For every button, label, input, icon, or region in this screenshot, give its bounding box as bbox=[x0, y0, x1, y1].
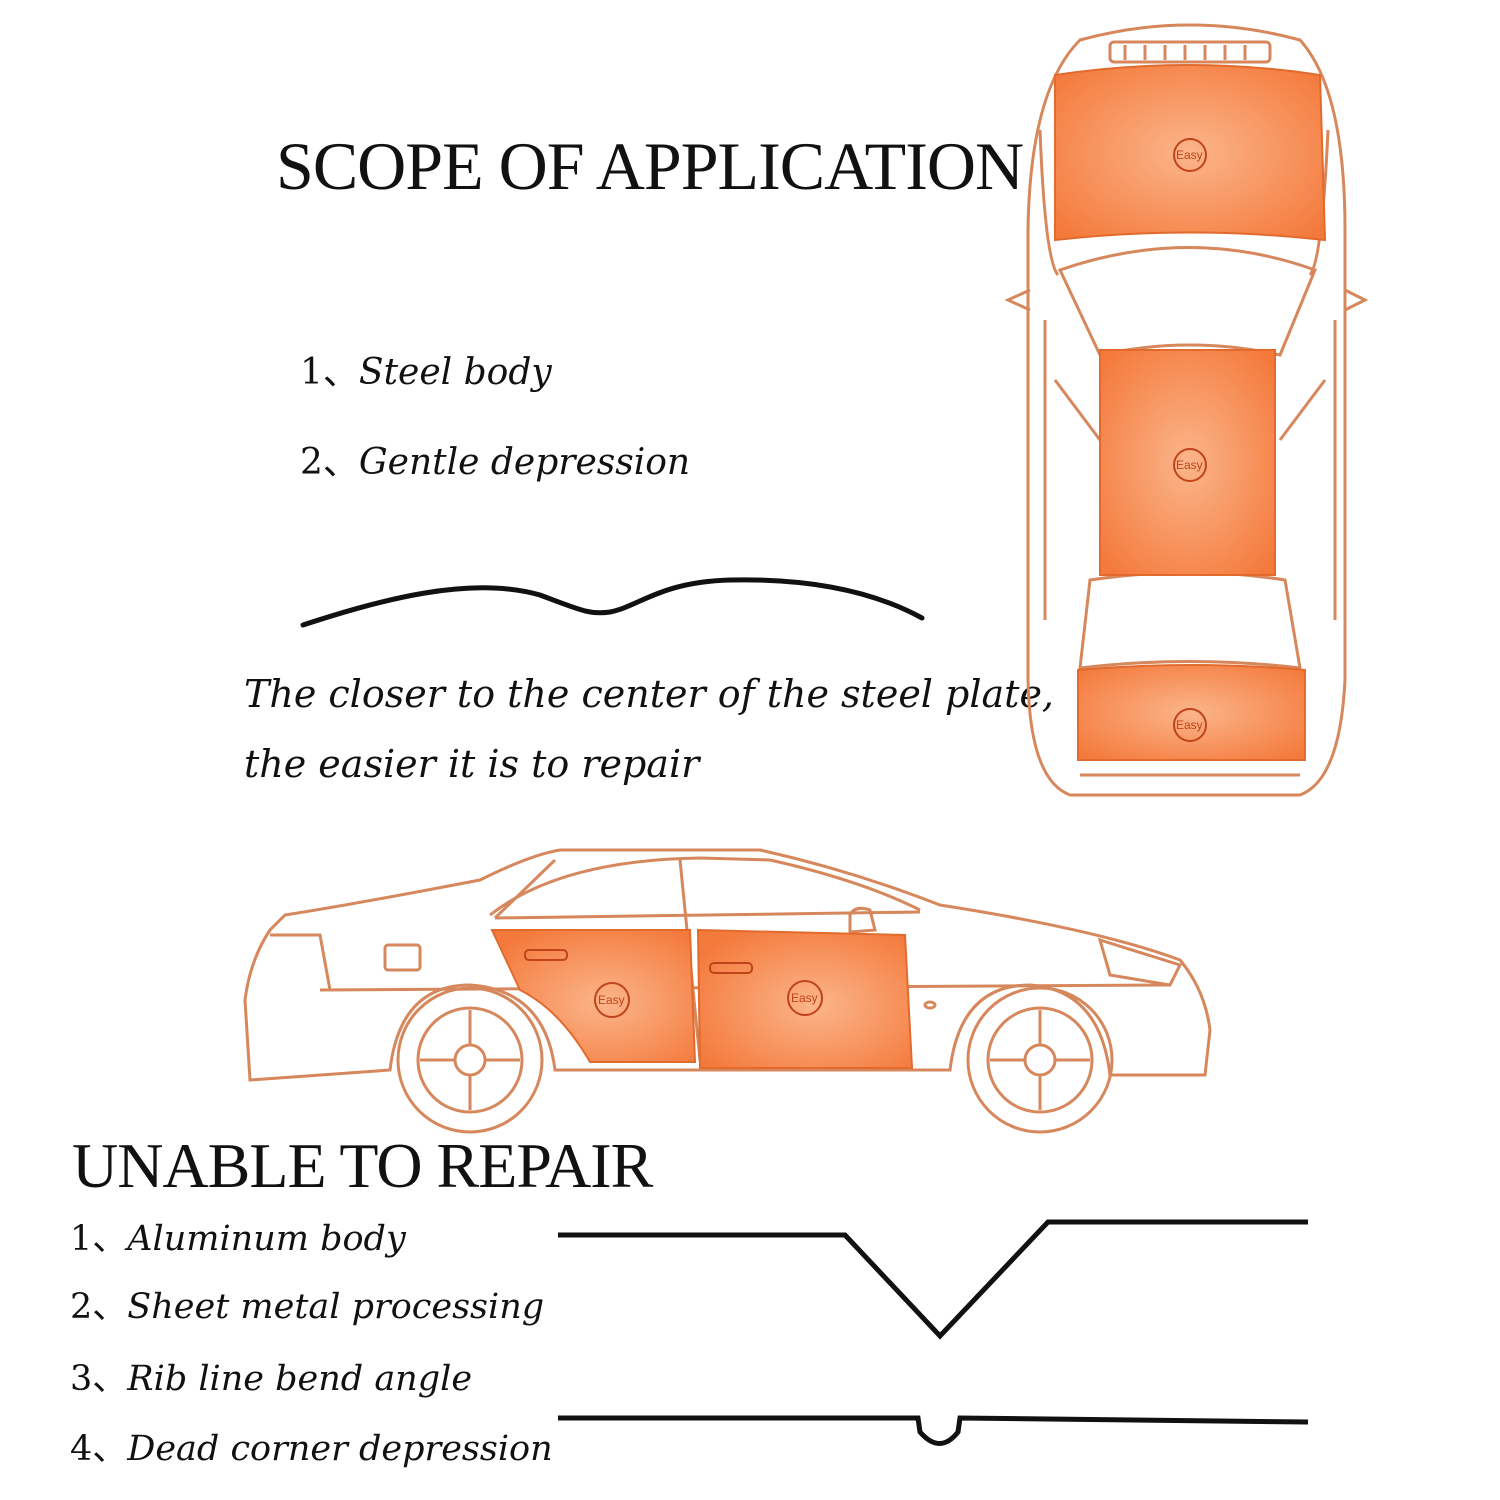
scope-item-steel-body: 1、Steel body bbox=[300, 355, 552, 391]
scope-title: SCOPE OF APPLICATION bbox=[276, 128, 1024, 204]
unable-item-number: 3、 bbox=[70, 1359, 128, 1399]
note-line-1: The closer to the center of the steel pl… bbox=[244, 672, 1055, 716]
scope-item-label: Steel body bbox=[358, 352, 552, 393]
trunk-panel bbox=[1077, 664, 1306, 761]
unable-item-number: 4、 bbox=[70, 1429, 128, 1469]
roof-panel bbox=[1099, 349, 1276, 576]
badge-label-roof: Easy bbox=[1176, 458, 1203, 472]
unable-item-sheet-metal: 2、Sheet metal processing bbox=[70, 1290, 544, 1325]
scope-item-gentle-depression: 2、Gentle depression bbox=[300, 445, 690, 481]
easy-badge-rear-door bbox=[594, 982, 630, 1018]
unable-item-aluminum-body: 1、Aluminum body bbox=[70, 1222, 406, 1257]
easy-badge-front-door bbox=[787, 980, 823, 1016]
unable-item-dead-corner: 4、Dead corner depression bbox=[70, 1432, 553, 1467]
unable-item-label: Rib line bend angle bbox=[127, 1359, 473, 1399]
easy-badge-roof bbox=[1173, 448, 1207, 482]
unable-item-label: Aluminum body bbox=[127, 1219, 406, 1259]
easy-badge-hood bbox=[1173, 138, 1207, 172]
badge-label-front-door: Easy bbox=[791, 991, 818, 1005]
rear-door-panel bbox=[490, 929, 697, 1063]
unable-item-rib-line: 3、Rib line bend angle bbox=[70, 1362, 472, 1397]
unable-item-number: 2、 bbox=[70, 1287, 128, 1327]
badge-label-hood: Easy bbox=[1176, 148, 1203, 162]
scope-item-label: Gentle depression bbox=[358, 442, 691, 483]
note-line-2: the easier it is to repair bbox=[244, 742, 700, 786]
unable-item-label: Dead corner depression bbox=[127, 1429, 553, 1469]
easy-badge-trunk bbox=[1173, 708, 1207, 742]
badge-label-rear-door: Easy bbox=[598, 993, 625, 1007]
unable-title: UNABLE TO REPAIR bbox=[72, 1130, 653, 1201]
hood-panel bbox=[1054, 64, 1327, 242]
unable-item-number: 1、 bbox=[70, 1219, 128, 1259]
scope-item-number: 2、 bbox=[300, 442, 359, 483]
badge-label-trunk: Easy bbox=[1176, 718, 1203, 732]
unable-item-label: Sheet metal processing bbox=[127, 1287, 545, 1327]
scope-item-number: 1、 bbox=[300, 352, 359, 393]
